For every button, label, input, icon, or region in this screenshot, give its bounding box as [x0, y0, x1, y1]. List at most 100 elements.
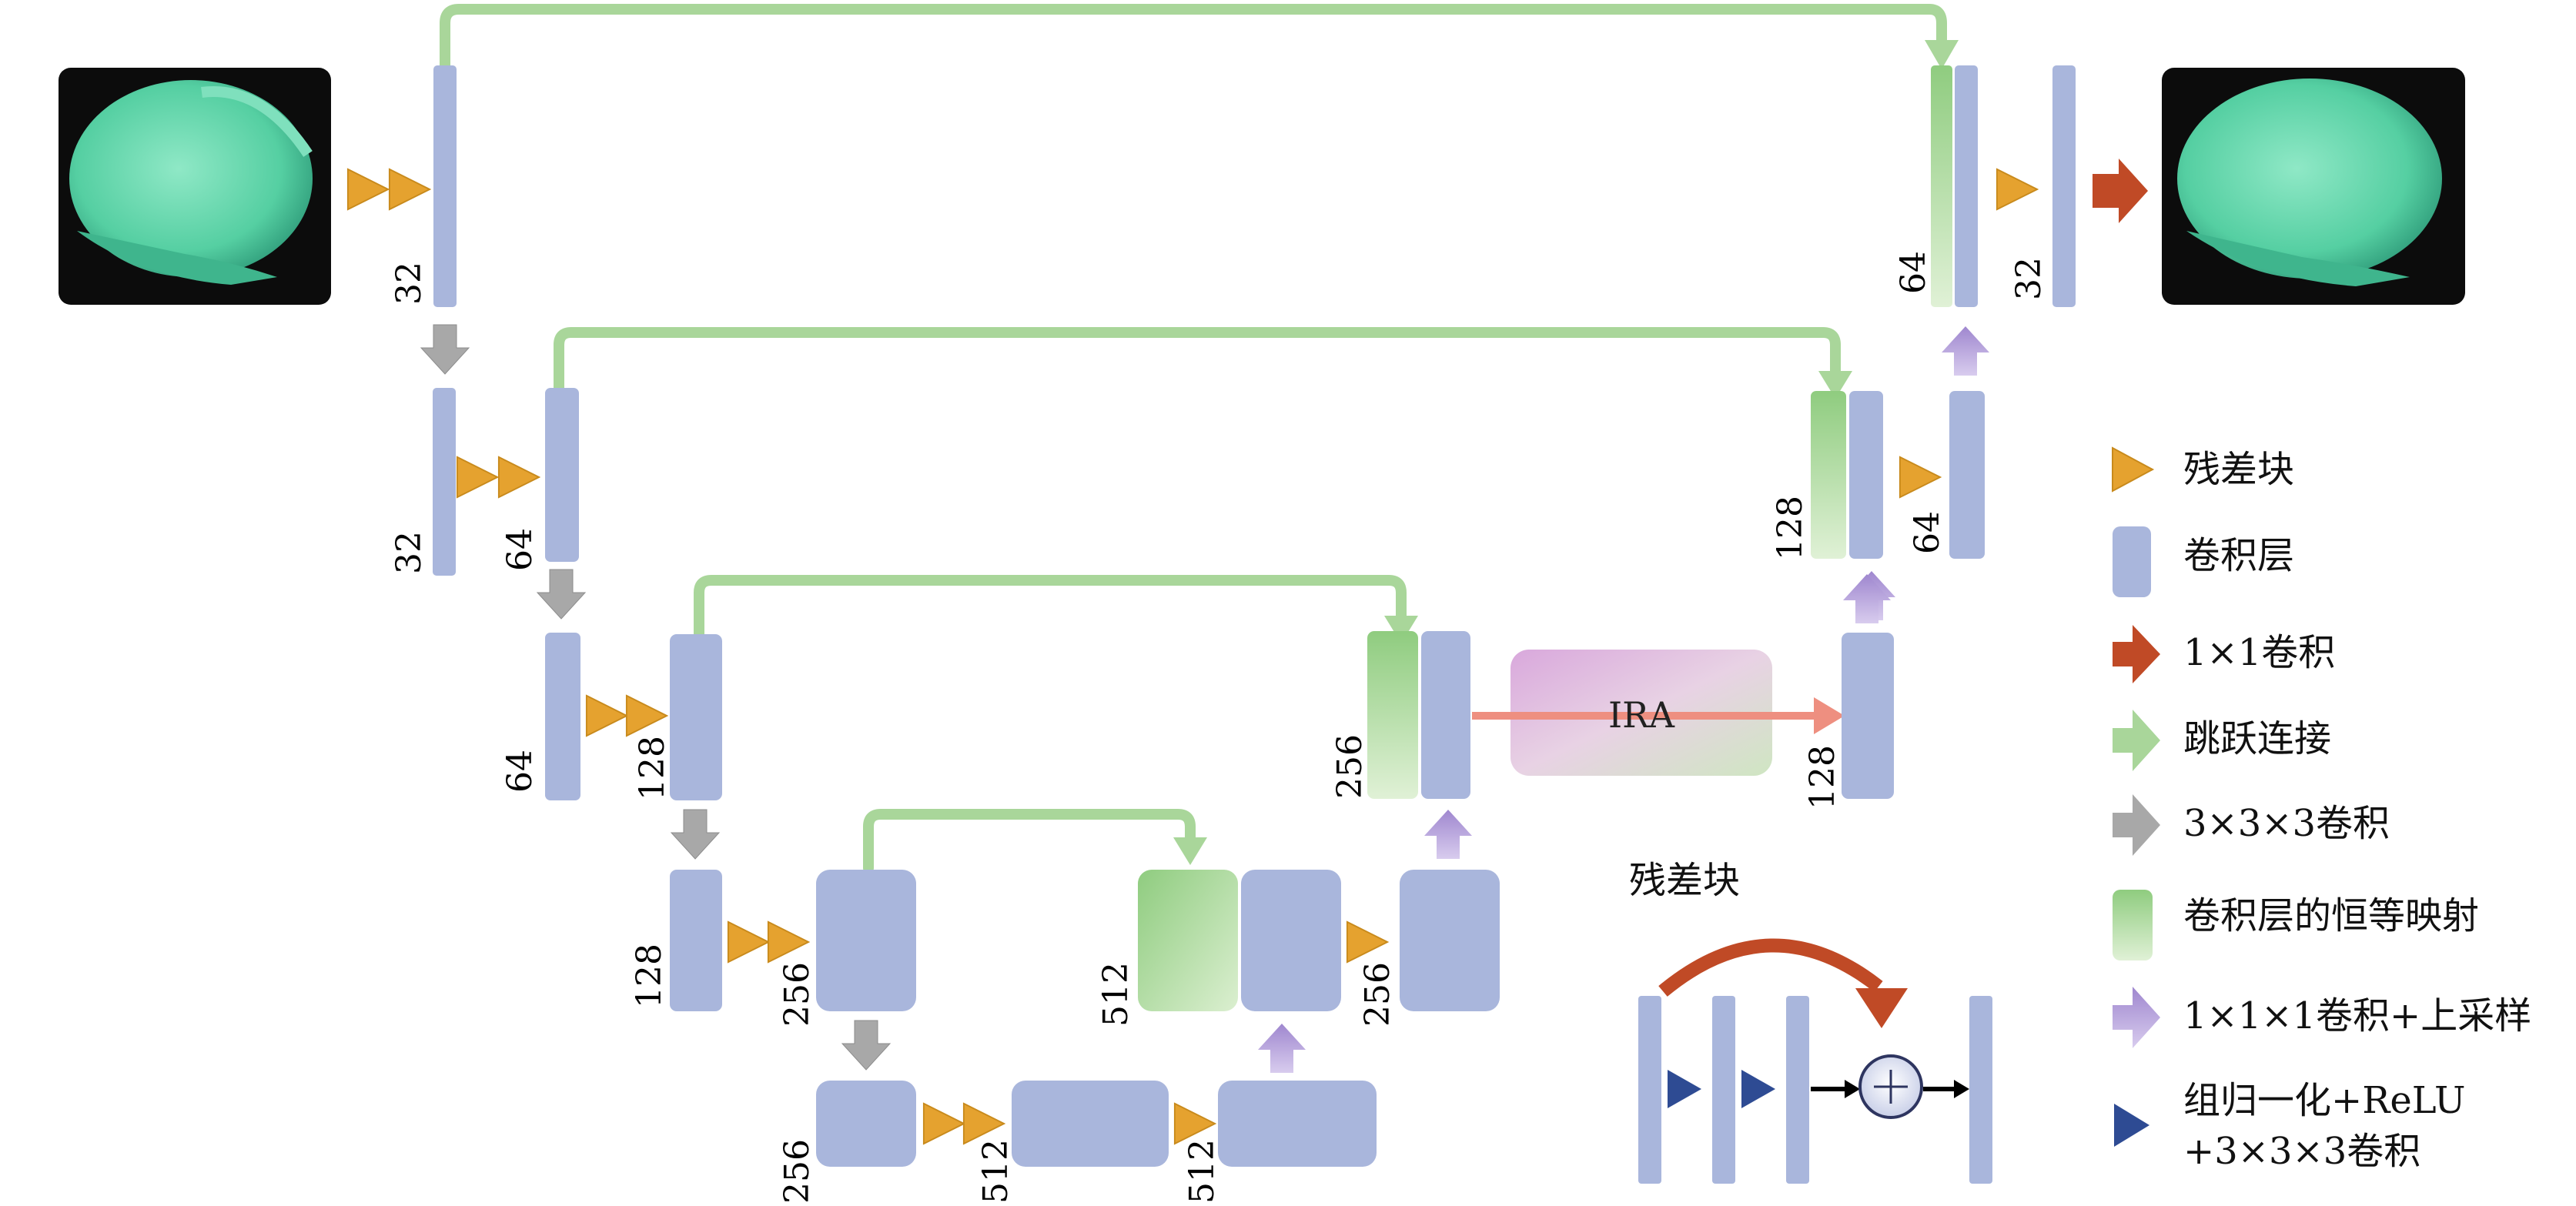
residual-triangle-icon	[1899, 456, 1942, 499]
encoder-stage-1	[346, 65, 470, 375]
decoder-stage-3: IRA	[1367, 574, 1894, 859]
residual-block-inset: 残差块	[1629, 859, 1992, 1184]
skip-arrowhead-4	[1173, 837, 1207, 865]
encoder-stage-3	[545, 633, 722, 860]
output-1x1-arrow-icon	[2093, 159, 2148, 223]
downsample-arrow-icon	[841, 1020, 891, 1071]
residual-triangle-icon	[1173, 1102, 1216, 1145]
skip-connections	[440, 4, 1947, 874]
conv-block	[1849, 391, 1883, 559]
conv-block	[1400, 870, 1500, 1011]
conv-block	[1786, 996, 1809, 1184]
channel-label: 32	[2009, 257, 2049, 300]
residual-triangle-icon	[1346, 920, 1389, 964]
skip-connection-4	[863, 809, 1196, 874]
conv-block	[816, 1081, 916, 1167]
channel-label: 256	[1358, 962, 1397, 1027]
purple-arrow-icon	[2113, 987, 2160, 1048]
upsample-arrow-icon	[1843, 574, 1891, 623]
conv-block	[1218, 1081, 1377, 1167]
green-arrow-icon	[2113, 710, 2160, 771]
channel-label: 512	[1183, 1139, 1222, 1204]
flow-arrowhead	[1845, 1080, 1860, 1098]
residual-triangle-icon	[922, 1102, 965, 1145]
legend-item: 组归一化+ReLU +3×3×3卷积	[2114, 1079, 2465, 1173]
conv-block	[1012, 1081, 1169, 1167]
skip-arrowhead-1	[1925, 40, 1959, 69]
encoder-stage-4	[670, 870, 916, 1071]
residual-triangle-icon	[497, 456, 540, 499]
identity-block	[1367, 631, 1418, 799]
channel-label: 256	[778, 1139, 817, 1204]
skip-arrowheads	[1173, 40, 1959, 865]
residual-shortcut-arrow	[1658, 938, 1883, 997]
upsample-arrow-icon	[1942, 326, 1989, 376]
skip-connection-2	[554, 327, 1841, 394]
conv-block	[1241, 870, 1341, 1011]
downsample-arrow-icon	[671, 809, 720, 860]
legend-label: 卷积层的恒等映射	[2183, 894, 2479, 937]
residual-triangle-icon	[962, 1102, 1005, 1145]
legend-label: 组归一化+ReLU	[2183, 1079, 2465, 1122]
residual-triangle-icon	[1996, 168, 2039, 211]
legend: 残差块 卷积层 1×1卷积 跳跃连接 3×3×3卷积 卷积层的恒等映射 1×1×…	[2112, 446, 2531, 1173]
navy-triangle-icon	[2114, 1104, 2149, 1147]
orange-triangle-icon	[2112, 446, 2155, 493]
conv-block	[816, 870, 916, 1011]
conv-block	[1969, 996, 1992, 1184]
conv-block	[433, 65, 457, 307]
upsample-arrow-icon	[1424, 810, 1472, 859]
decoder-stage-1	[1931, 65, 2148, 376]
channel-label: 128	[1803, 745, 1842, 810]
identity-block	[1931, 65, 1952, 307]
residual-triangle-icon	[585, 694, 628, 737]
skip-connection-3	[694, 575, 1407, 640]
legend-label: 残差块	[2183, 448, 2294, 491]
legend-item: 残差块	[2112, 446, 2294, 493]
input-ct-image	[59, 68, 331, 305]
legend-label: 跳跃连接	[2183, 717, 2331, 760]
conv-block	[670, 870, 722, 1011]
channel-label: 64	[500, 750, 540, 793]
legend-item: 1×1卷积	[2113, 625, 2335, 683]
conv-block	[1955, 65, 1978, 307]
decoder-stage-2	[1811, 391, 1985, 620]
skip-arrowhead-2	[1818, 371, 1852, 399]
output-ct-image	[2162, 68, 2465, 305]
channel-label: 128	[1771, 496, 1810, 560]
channel-label: 512	[976, 1139, 1015, 1204]
identity-block	[1811, 391, 1846, 559]
residual-triangle-icon	[625, 694, 668, 737]
residual-triangle-icon	[727, 920, 770, 964]
legend-item: 跳跃连接	[2113, 710, 2331, 771]
channel-label: 64	[1908, 511, 1947, 554]
decoder-stage-4	[1138, 870, 1500, 1073]
residual-triangle-icon	[346, 168, 390, 211]
conv-block	[1421, 631, 1470, 799]
blue-block-icon	[2113, 526, 2151, 597]
channel-label: 32	[390, 531, 429, 574]
channel-label: 128	[630, 944, 669, 1008]
residual-triangle-icon	[388, 168, 431, 211]
channel-label: 256	[1330, 734, 1370, 799]
inset-title: 残差块	[1629, 859, 1740, 902]
gray-arrow-icon	[2113, 794, 2160, 856]
channel-label: 64	[1894, 251, 1933, 294]
conv-block	[433, 388, 456, 576]
downsample-arrow-icon	[537, 569, 586, 620]
conv-block	[1949, 391, 1985, 559]
norm-relu-triangle-icon	[1741, 1070, 1775, 1108]
downsample-arrow-icon	[420, 324, 470, 375]
legend-label: 1×1卷积	[2183, 631, 2335, 674]
channel-label: 128	[633, 736, 672, 800]
legend-item: 1×1×1卷积+上采样	[2113, 987, 2531, 1048]
residual-shortcut-arrowhead	[1855, 988, 1908, 1028]
legend-label: +3×3×3卷积	[2183, 1130, 2420, 1173]
legend-label: 3×3×3卷积	[2183, 802, 2390, 845]
skip-arrowhead-3	[1384, 616, 1418, 643]
conv-block	[2052, 65, 2076, 307]
ira-label: IRA	[1608, 694, 1675, 736]
conv-block	[1638, 996, 1661, 1184]
encoder-stage-2	[433, 388, 586, 620]
